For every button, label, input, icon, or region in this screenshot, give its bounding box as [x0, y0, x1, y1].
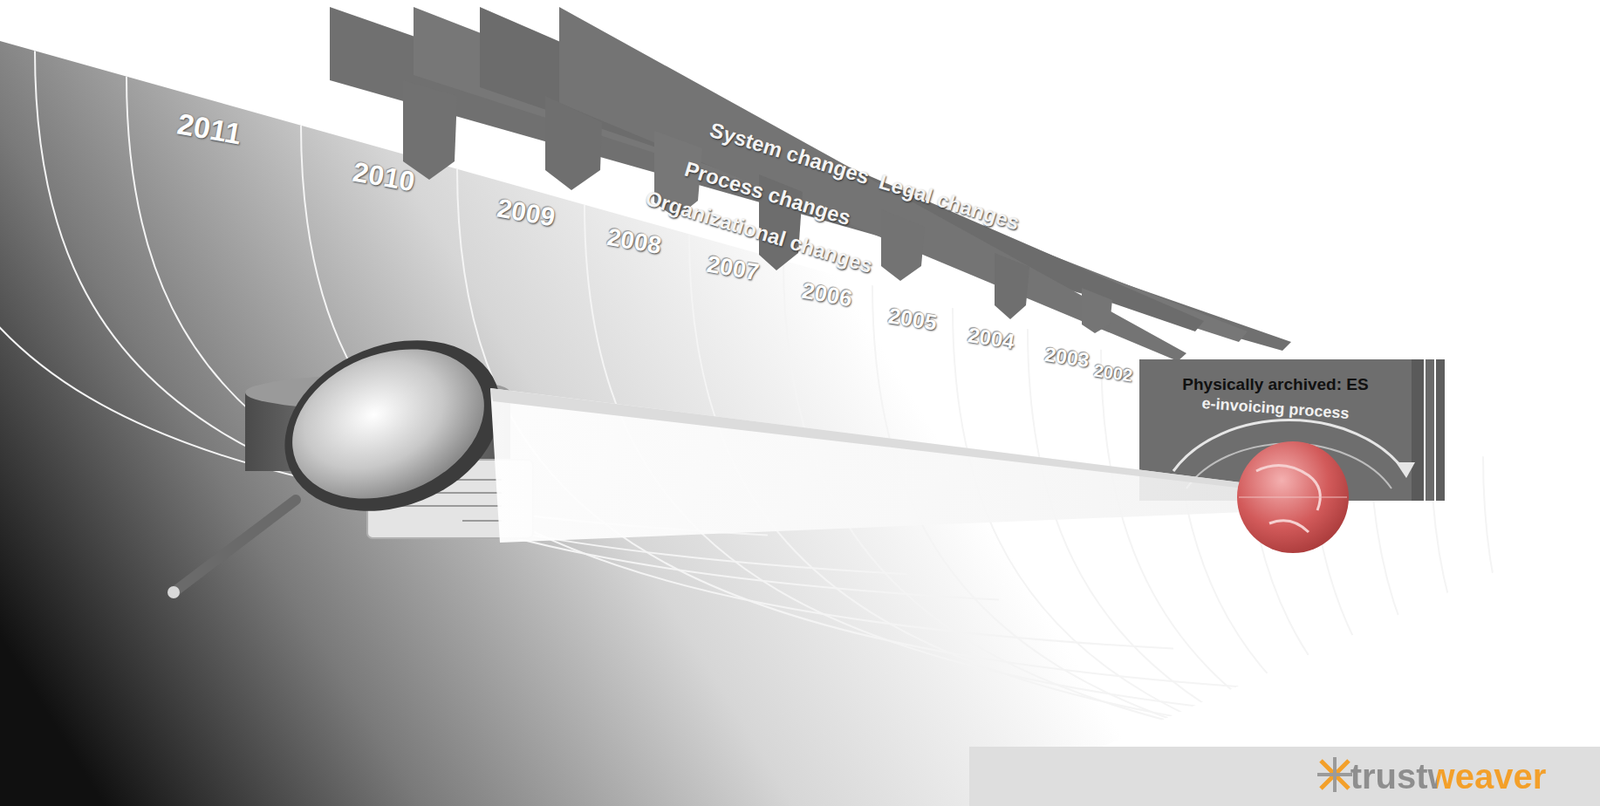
magnifier-handle: [173, 499, 296, 593]
year-divider: [126, 76, 999, 601]
banner-tab: [881, 209, 925, 281]
box-stripe: [1435, 359, 1445, 501]
globe-continents: [1256, 465, 1320, 533]
logo-stroke: [1333, 757, 1337, 793]
year-divider: [952, 307, 1600, 806]
change-banner: [413, 6, 1248, 342]
archive-box: Physically archived: ESe-invoicing proce…: [1139, 359, 1412, 501]
year-label: 2003: [1043, 342, 1091, 373]
magnifier-lens: [269, 321, 506, 527]
globe: [1237, 441, 1349, 554]
logo-stroke: [1320, 760, 1349, 789]
year-label: 2005: [886, 302, 938, 336]
globe-equator: [1238, 497, 1348, 499]
footer-band: [969, 746, 1600, 806]
page-corner: [969, 525, 1600, 806]
company-logo: trustweaver: [1350, 757, 1547, 797]
box-subtitle: e-invoicing process: [1139, 389, 1413, 428]
box-stripe: [1411, 359, 1424, 501]
logo-mark: [1317, 757, 1353, 793]
process-arc: [1186, 444, 1392, 489]
light-beam-edge: [490, 388, 1290, 494]
year-label: 2008: [605, 223, 664, 260]
magnifier-handle-end: [167, 586, 180, 599]
logo-stroke: [1320, 760, 1349, 789]
year-label: 2006: [800, 277, 855, 314]
year-label: 2002: [1092, 361, 1134, 387]
document-line: [392, 505, 502, 507]
year-dividers: [0, 11, 1600, 806]
logo-stroke: [1317, 772, 1353, 777]
change-label: Legal changes: [875, 169, 1023, 236]
timeline-surface: [0, 41, 1600, 806]
magnifier-rim: [259, 309, 527, 543]
banner-tab: [1081, 287, 1113, 334]
banner-tab: [994, 252, 1030, 320]
year-label: 2007: [704, 251, 762, 288]
light-beam: [490, 388, 1290, 543]
process-arc: [1173, 420, 1405, 472]
document-line: [462, 519, 502, 522]
process-arrowhead: [1395, 462, 1416, 479]
year-label: 2011: [174, 106, 244, 151]
year-divider: [872, 285, 1600, 806]
banner-tab: [545, 95, 602, 191]
year-label: 2009: [494, 192, 558, 233]
box-heading: Physically archived: ES: [1139, 375, 1412, 395]
box-stripe: [1425, 359, 1435, 501]
year-label: 2010: [350, 156, 418, 199]
change-banner: [559, 6, 1187, 362]
year-label: 2004: [965, 322, 1016, 355]
